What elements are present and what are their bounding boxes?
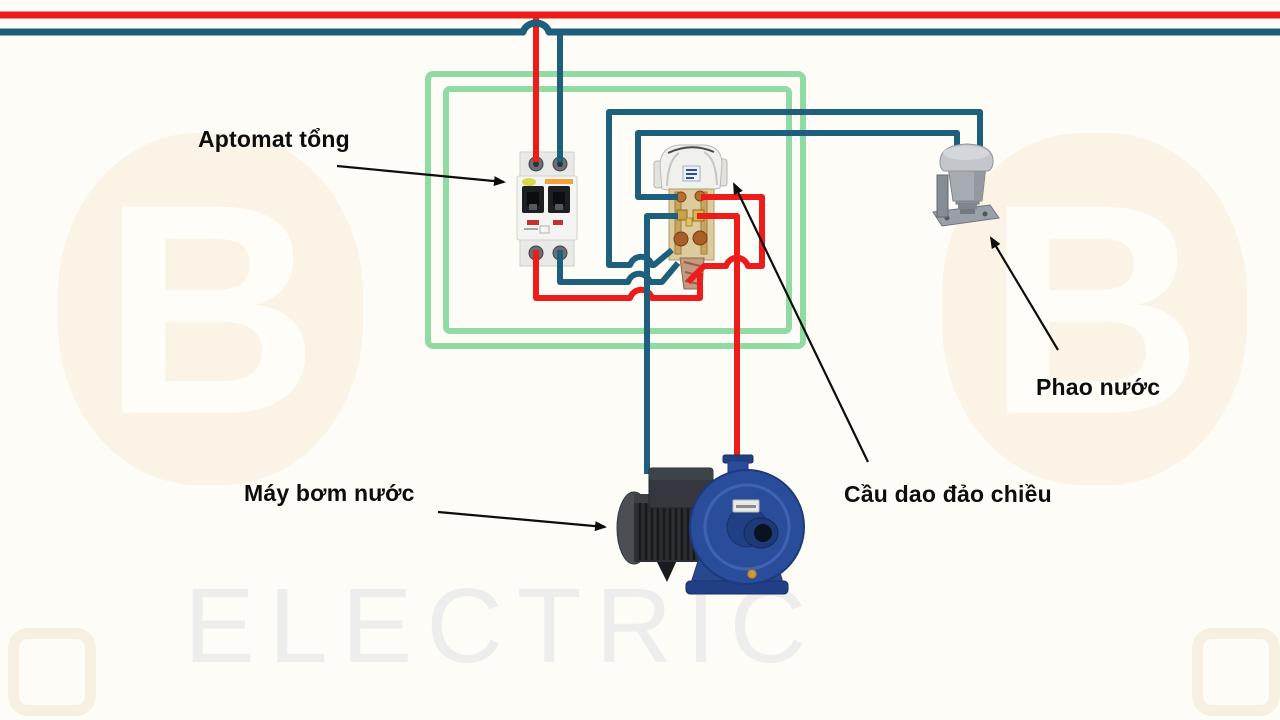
arrow-to-float-switch (989, 236, 1059, 351)
enclosure-border (425, 71, 806, 349)
breaker-spec-box (539, 225, 550, 234)
enclosure-outer-frame (425, 71, 806, 349)
wire-breaker-live-to-switch (533, 250, 703, 301)
pump-outlet-hole (754, 524, 772, 542)
switch-cover-top-line (667, 146, 715, 154)
breaker-rating-mark (553, 220, 563, 225)
wire-float-b (635, 130, 960, 200)
wires (0, 11, 1280, 474)
pump-drain-plug (747, 569, 757, 579)
wire-neutral-main (0, 19, 1280, 36)
switch-terminal-bottom-right (692, 230, 708, 246)
reversing-switch-label: Cầu dao đảo chiều (844, 481, 1052, 507)
brand-watermark-blob-left: B (58, 133, 363, 485)
arrow-to-pump (437, 510, 607, 532)
float-switch-label: Phao nước (1036, 374, 1161, 400)
pump-nameplate-text (736, 505, 756, 508)
switch-label-text-line (686, 173, 697, 175)
breaker-orange-stripe (545, 179, 573, 184)
brand-letter-right: B (986, 141, 1203, 477)
breaker-toggle-left-face (527, 192, 539, 206)
breaker-toggle-right-face (553, 192, 565, 206)
breaker-toggle-right-window (555, 204, 563, 210)
switch-terminal-bottom-left (673, 231, 689, 247)
breaker-terminal-screw-center (533, 161, 539, 167)
pump-motor-foot (655, 558, 678, 582)
watermark-corner-right (1192, 628, 1280, 716)
enclosure-inner-frame (443, 86, 792, 334)
pump-label: Máy bơm nước (244, 480, 415, 506)
float-mount-bolt (982, 211, 988, 217)
motor-terminal-box-lid (649, 468, 713, 480)
float-neck-ring (960, 209, 975, 214)
wire-float-a (606, 109, 983, 268)
breaker-label-line (524, 228, 538, 230)
float-switch-icon (932, 143, 1000, 227)
wire-pump-live (697, 213, 740, 466)
pump-volute-ring (703, 483, 791, 571)
switch-copper-strip-left (674, 191, 682, 255)
switch-fuse-link (685, 217, 693, 227)
float-mount-plate (936, 174, 949, 218)
brand-watermark-blob-right: B (942, 133, 1247, 485)
breaker-label: Aptomat tổng (198, 126, 350, 152)
brand-letter-left: B (102, 141, 319, 477)
switch-label-text-line (686, 177, 694, 179)
switch-cover-detail (703, 151, 718, 186)
breaker-brand-logo (522, 178, 536, 186)
callout-arrows (336, 164, 1059, 532)
breaker-terminal-screw-center (557, 161, 563, 167)
circuit-breaker-icon (516, 151, 578, 267)
breaker-toggle-left-window (529, 204, 537, 210)
wire-pump-neutral (644, 213, 678, 474)
switch-label-text-line (686, 169, 697, 171)
float-body-shade (974, 166, 986, 201)
water-pump-icon (616, 454, 805, 595)
switch-cover-detail (666, 152, 680, 187)
float-neck-ring (958, 204, 977, 209)
float-cap-top (943, 146, 989, 160)
watermark-corner-left (8, 628, 96, 716)
reversing-switch-icon (653, 144, 728, 290)
arrow-to-reversing-switch (733, 182, 869, 463)
breaker-rating-mark (527, 220, 539, 225)
switch-copper-strip-right (700, 191, 708, 255)
arrow-to-breaker (336, 164, 506, 187)
